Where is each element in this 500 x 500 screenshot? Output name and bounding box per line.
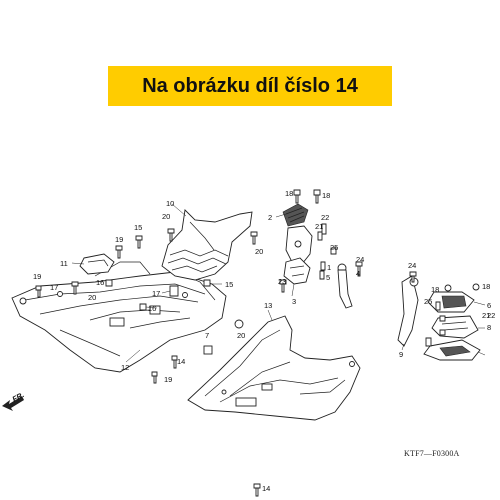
front-arrow-icon: FR. [2, 390, 26, 411]
callout-18c: 18 [431, 285, 439, 294]
callout-6: 6 [487, 301, 491, 310]
callout-4: 4 [356, 269, 360, 278]
callout-20c: 20 [88, 293, 96, 302]
cover-plate-part [79, 253, 115, 275]
callout-7: 7 [205, 331, 209, 340]
callout-14b: 14 [262, 484, 270, 493]
callout-19b: 19 [33, 272, 41, 281]
callout-20a: 20 [162, 212, 170, 221]
diagram-code: KTF7—F0300A [404, 449, 460, 458]
callout-15b: 15 [225, 280, 233, 289]
callout-22b: 22 [487, 311, 495, 320]
callout-18b: 18 [322, 191, 330, 200]
callout-21b: 21 [482, 311, 490, 320]
callout-15a: 15 [134, 223, 142, 232]
callout-21a: 21 [315, 222, 323, 231]
callout-13: 13 [264, 301, 272, 310]
callout-20b: 20 [255, 247, 263, 256]
callout-24a: 24 [356, 255, 364, 264]
callout-19a: 19 [115, 235, 123, 244]
part-number-banner: Na obrázku díl číslo 14 [108, 66, 392, 106]
callout-18a: 18 [285, 189, 293, 198]
callout-17b: 17 [152, 289, 160, 298]
callout-16a: 16 [96, 278, 104, 287]
callout-16b: 16 [148, 304, 156, 313]
floor-panel-part [187, 315, 361, 421]
callout-8: 8 [487, 323, 491, 332]
callout-1: 1 [327, 263, 331, 272]
callout-18d: 18 [482, 282, 490, 291]
leader-lines [71, 203, 486, 363]
callout-20d: 20 [237, 331, 245, 340]
step-bracket-part [282, 203, 353, 309]
callout-17a: 17 [50, 283, 58, 292]
callout-22a: 22 [321, 213, 329, 222]
callout-23: 23 [278, 277, 286, 286]
front-label: FR. [11, 390, 26, 404]
banner-text: Na obrázku díl číslo 14 [142, 74, 358, 97]
callout-24b: 24 [408, 261, 416, 270]
callout-12: 12 [121, 363, 129, 372]
fastener-hardware [35, 189, 480, 497]
rear-floor-frame [11, 261, 227, 373]
callout-25a: 25 [330, 243, 338, 252]
callout-9: 9 [399, 350, 403, 359]
inner-cover-part [161, 209, 253, 281]
callout-10: 10 [166, 199, 174, 208]
callout-25b: 25 [424, 297, 432, 306]
callout-19c: 19 [164, 375, 172, 384]
callout-11: 11 [60, 259, 68, 268]
callout-5: 5 [326, 273, 330, 282]
callout-3: 3 [292, 297, 296, 306]
callout-14a: 14 [177, 357, 185, 366]
callout-2: 2 [268, 213, 272, 222]
callout-numbers: 1 2 3 4 5 6 7 8 9 10 11 12 13 14 14 15 1… [33, 189, 495, 493]
